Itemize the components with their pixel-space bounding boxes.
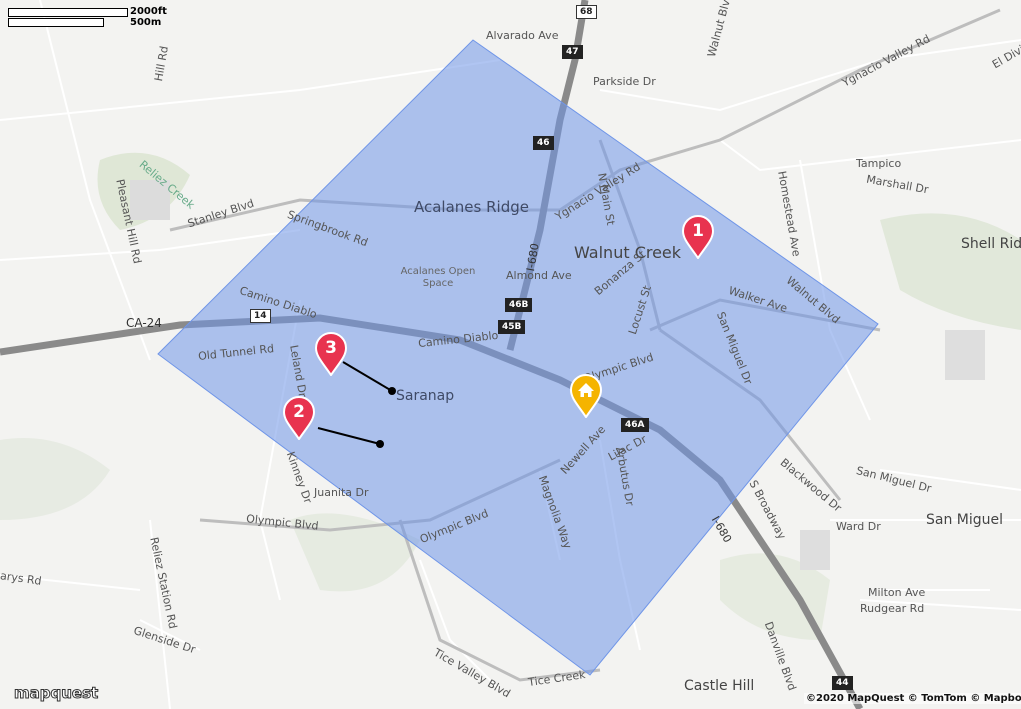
home-icon	[569, 374, 603, 418]
label-san-miguel: San Miguel	[926, 512, 1004, 528]
label-milton-ave: Milton Ave	[868, 586, 926, 599]
scale-bar-meters	[8, 18, 104, 27]
label-parkside-dr: Parkside Dr	[593, 75, 656, 88]
map-copyright: ©2020 MapQuest © TomTom © Mapbo	[804, 693, 1021, 704]
marker-3[interactable]: 3	[314, 332, 348, 376]
label-shell-ridge: Shell Rid	[961, 236, 1021, 252]
shield-exit-46a: 46A	[621, 418, 649, 432]
shield-exit-47: 47	[562, 45, 583, 59]
scale-feet-label: 2000ft	[130, 6, 167, 17]
marker-1-number: 1	[692, 221, 704, 241]
search-area-polygon	[157, 39, 879, 676]
label-acalanes-open-space: Acalanes Open Space	[400, 266, 476, 289]
shield-exit-45b: 45B	[498, 320, 526, 334]
marker-3-number: 3	[325, 338, 337, 358]
scale-meters-label: 500m	[130, 17, 162, 28]
label-rudgear-rd: Rudgear Rd	[860, 602, 925, 615]
label-saranap: Saranap	[396, 388, 455, 404]
shield-route-68: 68	[576, 5, 597, 19]
shield-route-14: 14	[250, 309, 271, 323]
shield-exit-46: 46	[533, 136, 554, 150]
label-juanita-dr: Juanita Dr	[314, 486, 369, 499]
marker-1[interactable]: 1	[681, 215, 715, 259]
label-tampico: Tampico	[856, 157, 902, 170]
label-castle-hill: Castle Hill	[684, 678, 755, 694]
label-ca-24: CA-24	[126, 316, 162, 330]
marker-2-number: 2	[293, 402, 305, 422]
shield-exit-44: 44	[832, 676, 853, 690]
label-almond-ave: Almond Ave	[506, 269, 572, 282]
scale-bar-feet	[8, 8, 128, 17]
marker-2-pin-shape	[282, 396, 316, 440]
marker-1-pin-shape	[681, 215, 715, 259]
marker-2[interactable]: 2	[282, 396, 316, 440]
shield-exit-46b: 46B	[505, 298, 533, 312]
label-walnut-creek: Walnut Creek	[574, 243, 682, 262]
marker-3-pin-shape	[314, 332, 348, 376]
label-alvarado-ave: Alvarado Ave	[486, 29, 559, 42]
mapquest-logo: mapquest	[13, 684, 99, 703]
label-acalanes-ridge: Acalanes Ridge	[414, 198, 529, 216]
home-marker[interactable]	[569, 374, 603, 418]
label-ward-dr: Ward Dr	[836, 520, 881, 533]
